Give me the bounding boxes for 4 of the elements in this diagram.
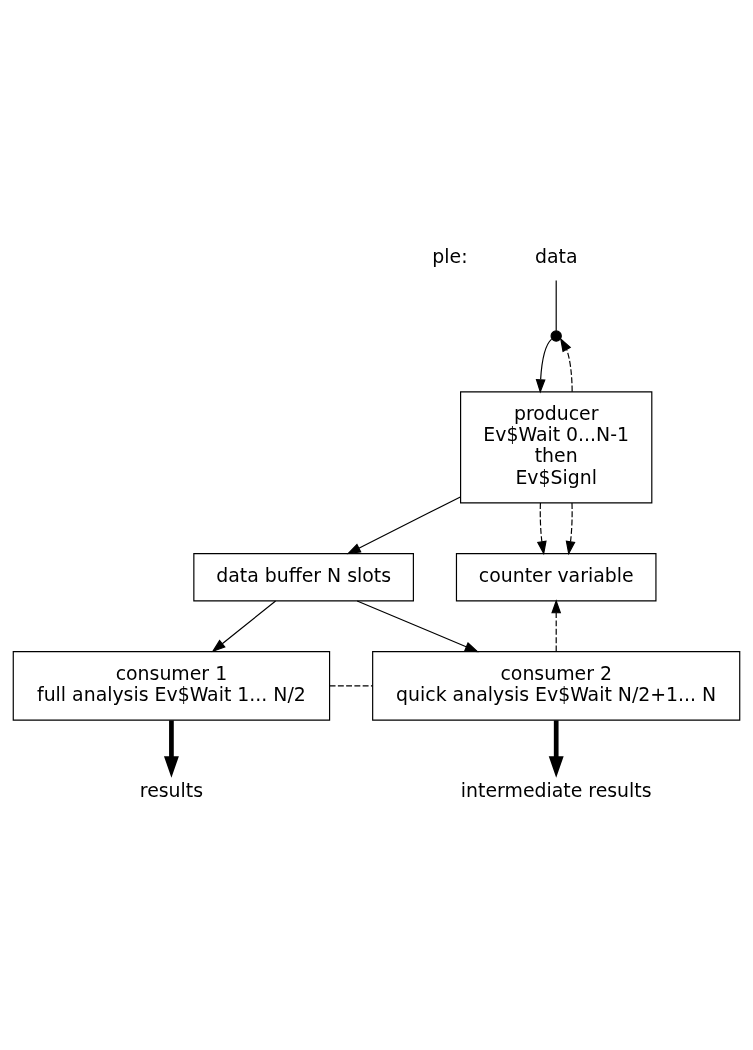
label: ple: <box>432 244 468 267</box>
node-text: intermediate results <box>460 778 652 801</box>
node-text: data <box>534 244 578 267</box>
node-text: results <box>139 778 204 801</box>
